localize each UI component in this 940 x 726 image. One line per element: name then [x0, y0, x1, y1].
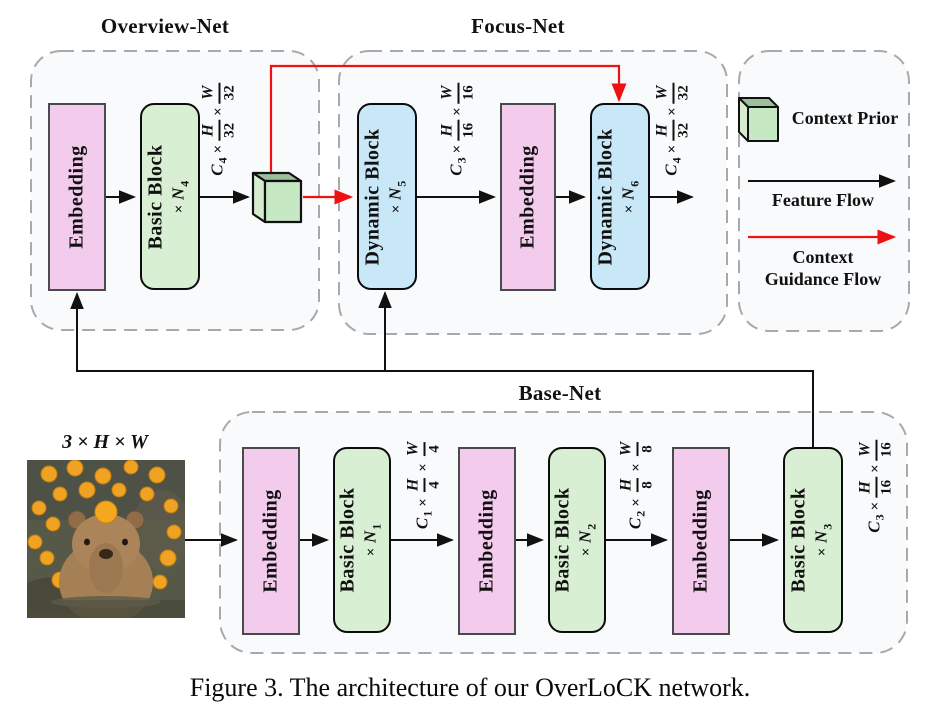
base-embedding-3: Embedding: [672, 447, 730, 635]
basic-block-label: Basic Block: [144, 144, 167, 249]
focus-dynamic-block-5: Dynamic Block × N5: [357, 103, 417, 290]
base-basic-block-1: Basic Block × N1: [333, 447, 391, 633]
focus-dynamic-block-6: Dynamic Block × N6: [590, 103, 650, 290]
base-basic-block-2: Basic Block × N2: [548, 447, 606, 633]
base-embedding-2: Embedding: [458, 447, 516, 635]
input-size-label: 3 × H × W: [62, 431, 148, 453]
legend-context-guidance-label: Context Guidance Flow: [764, 247, 882, 289]
yuzu-oranges: [27, 459, 182, 590]
base-basic-block-3: Basic Block × N3: [783, 447, 843, 633]
overview-embedding-label: Embedding: [65, 145, 88, 249]
legend-context-prior-label: Context Prior: [791, 108, 899, 128]
legend-feature-flow-label: Feature Flow: [771, 190, 875, 210]
focus-embedding-block: Embedding: [500, 103, 556, 291]
input-image-capybara: [17, 459, 192, 624]
overview-embedding-block: Embedding: [48, 103, 106, 291]
overview-basic-block: Basic Block × N4: [140, 103, 200, 290]
base-embedding-1: Embedding: [242, 447, 300, 635]
legend-box: [738, 50, 910, 332]
